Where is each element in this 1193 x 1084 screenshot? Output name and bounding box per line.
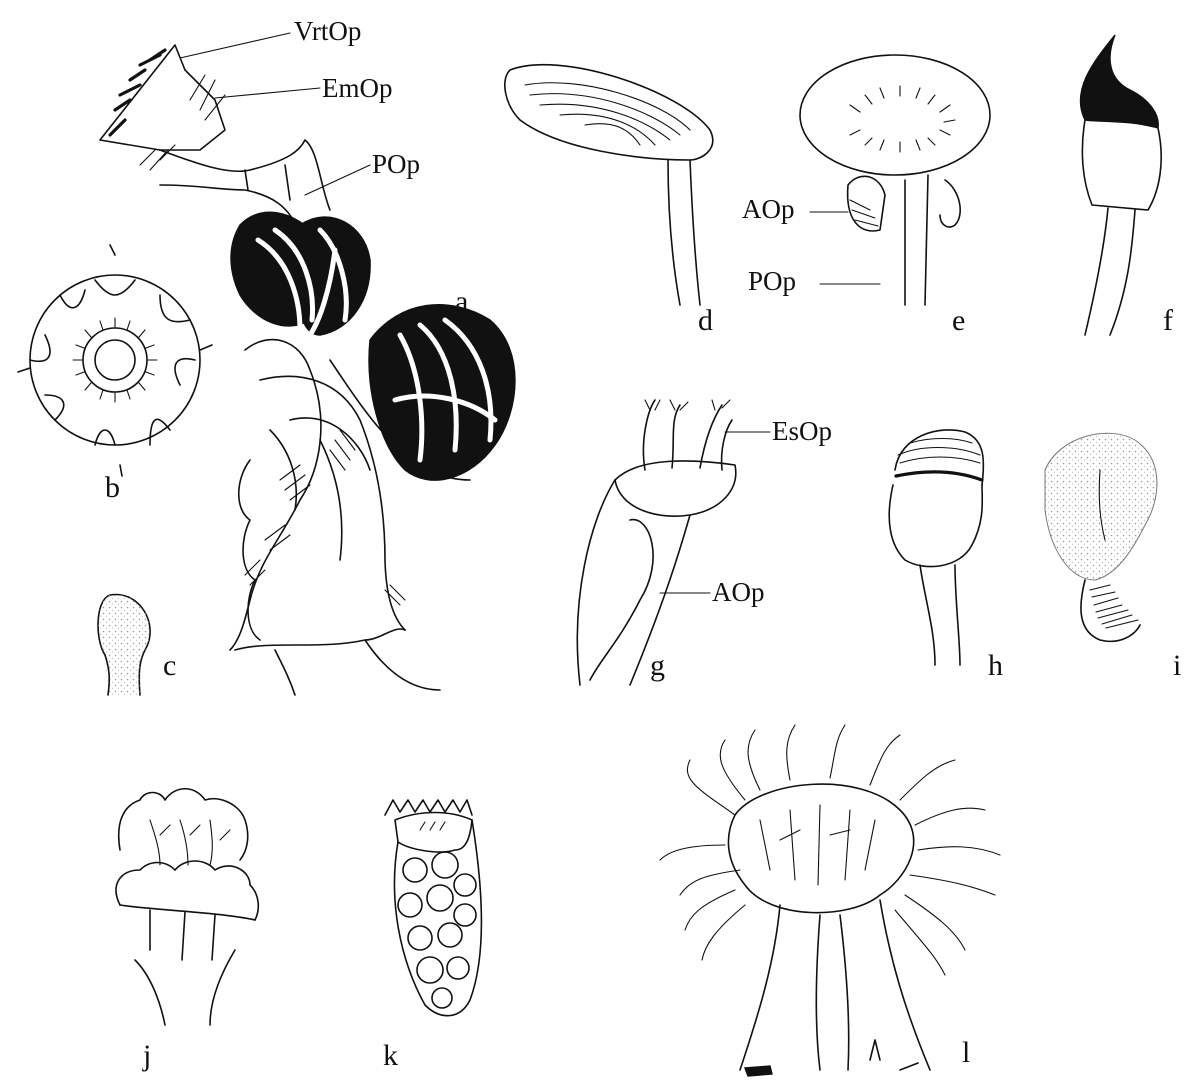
panel-label-a: a [455, 285, 468, 318]
panel-label-b: b [105, 471, 120, 504]
panel-label-d: d [698, 304, 713, 337]
drawing-g [577, 400, 735, 685]
callout-aop-e: AOp [742, 194, 795, 224]
drawing-f [1080, 35, 1161, 335]
drawing-d [505, 65, 713, 305]
panel-label-g: g [650, 649, 665, 682]
drawing-b [18, 245, 212, 476]
drawing-j [116, 789, 258, 1025]
panel-label-h: h [988, 649, 1003, 682]
callout-esop: EsOp [772, 416, 832, 446]
drawing-a [100, 45, 515, 695]
panel-label-c: c [163, 649, 176, 682]
panel-label-k: k [383, 1039, 398, 1072]
callouts-g [660, 432, 770, 593]
drawing-h [889, 430, 983, 665]
callout-aop-g: AOp [712, 577, 765, 607]
drawing-l [660, 725, 1000, 1076]
callout-pop-e: POp [748, 266, 796, 296]
callout-vrtop: VrtOp [294, 16, 361, 46]
callouts-e [810, 212, 880, 284]
drawing-k [385, 800, 482, 1016]
drawing-c [98, 595, 150, 695]
panel-label-i: i [1173, 649, 1181, 682]
panel-label-f: f [1163, 304, 1173, 337]
callouts-a [180, 33, 370, 195]
panel-label-l: l [962, 1036, 970, 1069]
panel-label-j: j [142, 1039, 151, 1072]
callout-emop: EmOp [322, 73, 393, 103]
drawing-i [1045, 433, 1157, 641]
panel-label-e: e [952, 304, 965, 337]
callout-pop-a: POp [372, 149, 420, 179]
drawing-e [800, 55, 990, 305]
